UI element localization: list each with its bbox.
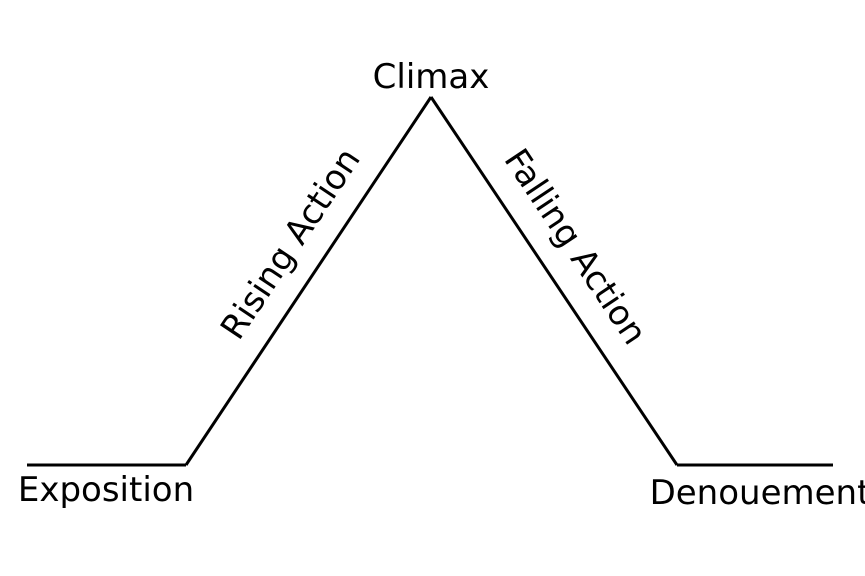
falling-action-label: Falling Action (496, 142, 655, 352)
rising-action-line (184, 96, 433, 466)
climax-label: Climax (373, 57, 490, 97)
denouement-label: Denouement (650, 473, 865, 513)
exposition-label: Exposition (18, 470, 194, 510)
falling-action-line (429, 96, 679, 466)
rising-action-label: Rising Action (213, 141, 369, 347)
